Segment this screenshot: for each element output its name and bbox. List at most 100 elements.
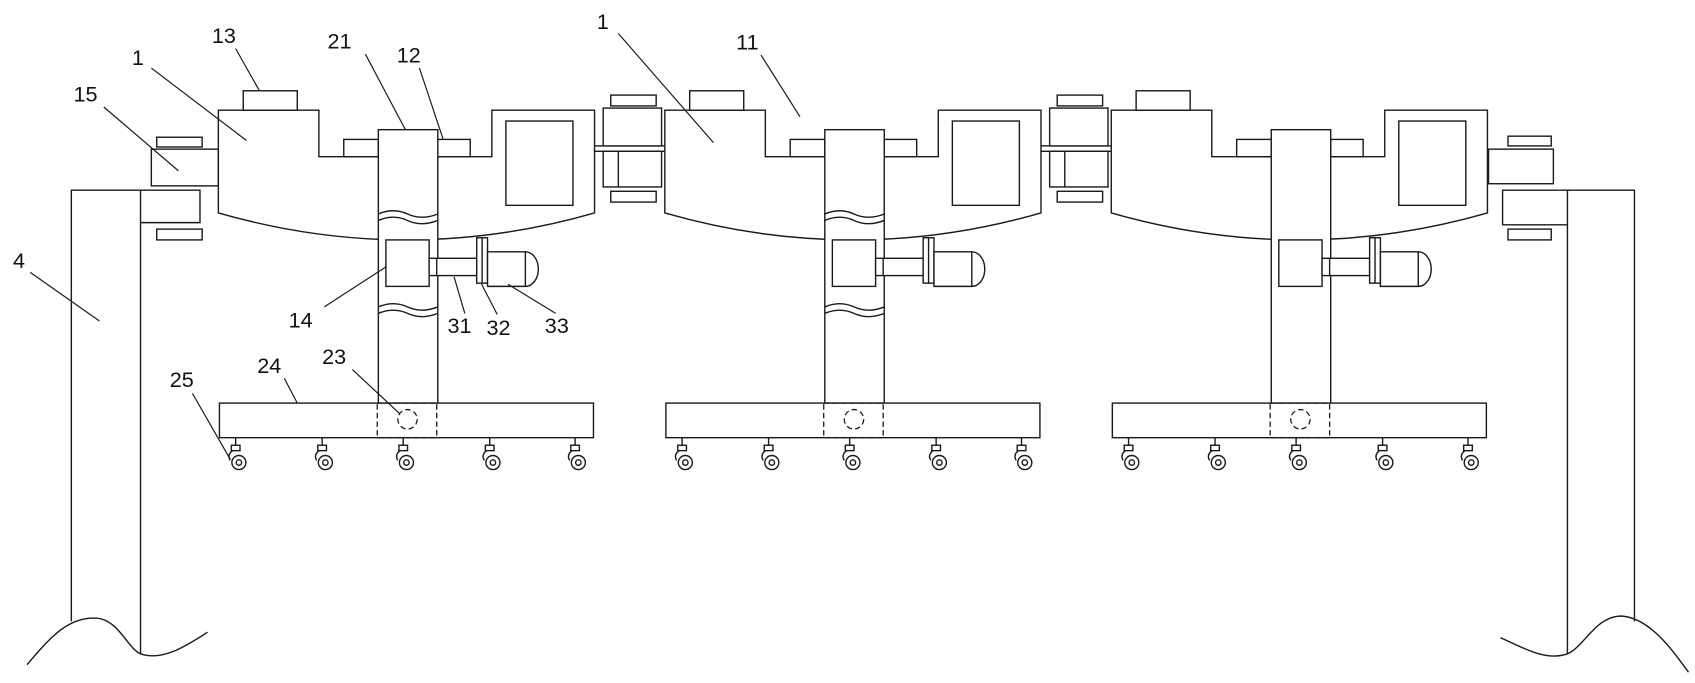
right-hinge [1487, 135, 1555, 185]
caster-wheel [674, 437, 694, 471]
drive-assembly [385, 237, 540, 288]
caster-wheel [1460, 437, 1479, 471]
caster-wheel [1014, 437, 1033, 471]
caster-wheel [228, 437, 247, 471]
leader-lines [29, 33, 801, 460]
hidden-column-socket [1269, 402, 1331, 439]
caster-wheel [928, 437, 948, 471]
column-break-line [378, 210, 439, 225]
leader-line-25 [191, 393, 231, 460]
caster-wheel [314, 437, 334, 471]
caster-wheel [1288, 437, 1308, 471]
hidden-column-socket [376, 402, 438, 439]
ref-numeral-4: 4 [13, 248, 25, 273]
ref-numeral-31: 31 [448, 313, 472, 338]
left-hinge [150, 136, 220, 187]
ref-numeral-14: 14 [289, 307, 313, 332]
ref-numeral-13: 13 [212, 23, 236, 48]
left-support-pillar [26, 189, 208, 666]
ref-numeral-32: 32 [486, 315, 510, 340]
joint-top-plate [1056, 94, 1104, 107]
drive-assembly [831, 237, 986, 288]
ref-numeral-12: 12 [397, 43, 421, 68]
ref-numeral-33: 33 [545, 313, 569, 338]
leader-line-14 [323, 266, 387, 308]
caster-wheel [1375, 437, 1394, 471]
top-mount-block [1135, 90, 1191, 111]
joint-top-plate [610, 94, 657, 107]
leader-line-32 [480, 282, 498, 315]
drive-assembly [1278, 237, 1432, 288]
caster-wheels [1121, 437, 1479, 471]
wheel-base-beam [218, 402, 595, 439]
joint-lower-block [602, 150, 663, 188]
column-break-line [824, 210, 885, 225]
leader-line-15 [103, 106, 179, 172]
module-2 [664, 90, 1042, 471]
left-hinge-block [150, 148, 220, 187]
right-hinge-block [1487, 148, 1555, 185]
leader-line-13 [235, 48, 260, 92]
guide-plate-right [437, 138, 471, 158]
ref-numeral-15: 15 [74, 82, 98, 107]
leader-line-31 [453, 276, 466, 314]
caster-wheel [395, 437, 415, 471]
leader-line-23 [351, 369, 401, 415]
column-break-line [378, 302, 439, 318]
leader-line-21 [364, 53, 406, 130]
ref-numeral-1-middle: 1 [597, 9, 609, 34]
joint-upper-block [602, 107, 663, 147]
caster-wheel [567, 437, 587, 471]
gear-box [1278, 239, 1323, 288]
top-mount-block [242, 90, 298, 111]
ref-numeral-25: 25 [170, 367, 194, 392]
top-mount-block [688, 90, 745, 111]
joint-connector [1038, 145, 1116, 152]
hidden-pivot-circle [843, 408, 865, 430]
right-ground-break-line [1500, 615, 1690, 673]
leader-line-4 [29, 271, 100, 322]
left-hinge-bottom-plate [156, 228, 203, 241]
caster-wheel [842, 437, 861, 471]
right-support-pillar [1500, 189, 1690, 673]
joint-bottom-plate [1056, 190, 1104, 203]
right-pillar-outline [1501, 189, 1636, 654]
joint-bottom-plate [610, 190, 657, 203]
guide-plate-left [1235, 138, 1272, 158]
guide-plate-right [883, 138, 918, 158]
caster-wheel [1207, 437, 1227, 471]
drive-motor [486, 251, 540, 288]
drive-motor [933, 251, 986, 288]
left-ground-break-line [26, 617, 208, 666]
ref-numeral-11: 11 [736, 30, 758, 55]
hinge-joint-1 [591, 94, 669, 203]
caster-wheels [228, 437, 587, 471]
hidden-column-socket [823, 402, 884, 439]
guide-plate-right [1330, 138, 1364, 158]
wheel-base-beam [665, 402, 1041, 439]
leader-line-11 [760, 54, 801, 118]
joint-connector [591, 145, 669, 152]
wheel-base-beam [1111, 402, 1488, 439]
gear-box [831, 239, 877, 288]
leader-line-33 [507, 283, 556, 314]
module-1 [217, 90, 596, 471]
ref-numeral-21: 21 [328, 29, 352, 54]
left-pillar-outline [70, 189, 201, 654]
joint-lower-block [1048, 150, 1109, 188]
hidden-pivot-circle [1290, 408, 1311, 430]
ref-numeral-24: 24 [257, 353, 281, 378]
caster-wheel [482, 437, 501, 471]
ref-numeral-23: 23 [322, 344, 346, 369]
hidden-pivot-circle [397, 408, 418, 430]
caster-wheels [674, 437, 1033, 471]
hinge-joint-2 [1038, 94, 1116, 203]
right-hinge-bottom-plate [1507, 228, 1552, 241]
module-window [1398, 120, 1467, 207]
module-window [951, 120, 1021, 207]
caster-wheel [761, 437, 780, 471]
gear-box [385, 239, 430, 288]
drive-motor [1379, 251, 1432, 288]
module-3 [1110, 90, 1489, 471]
